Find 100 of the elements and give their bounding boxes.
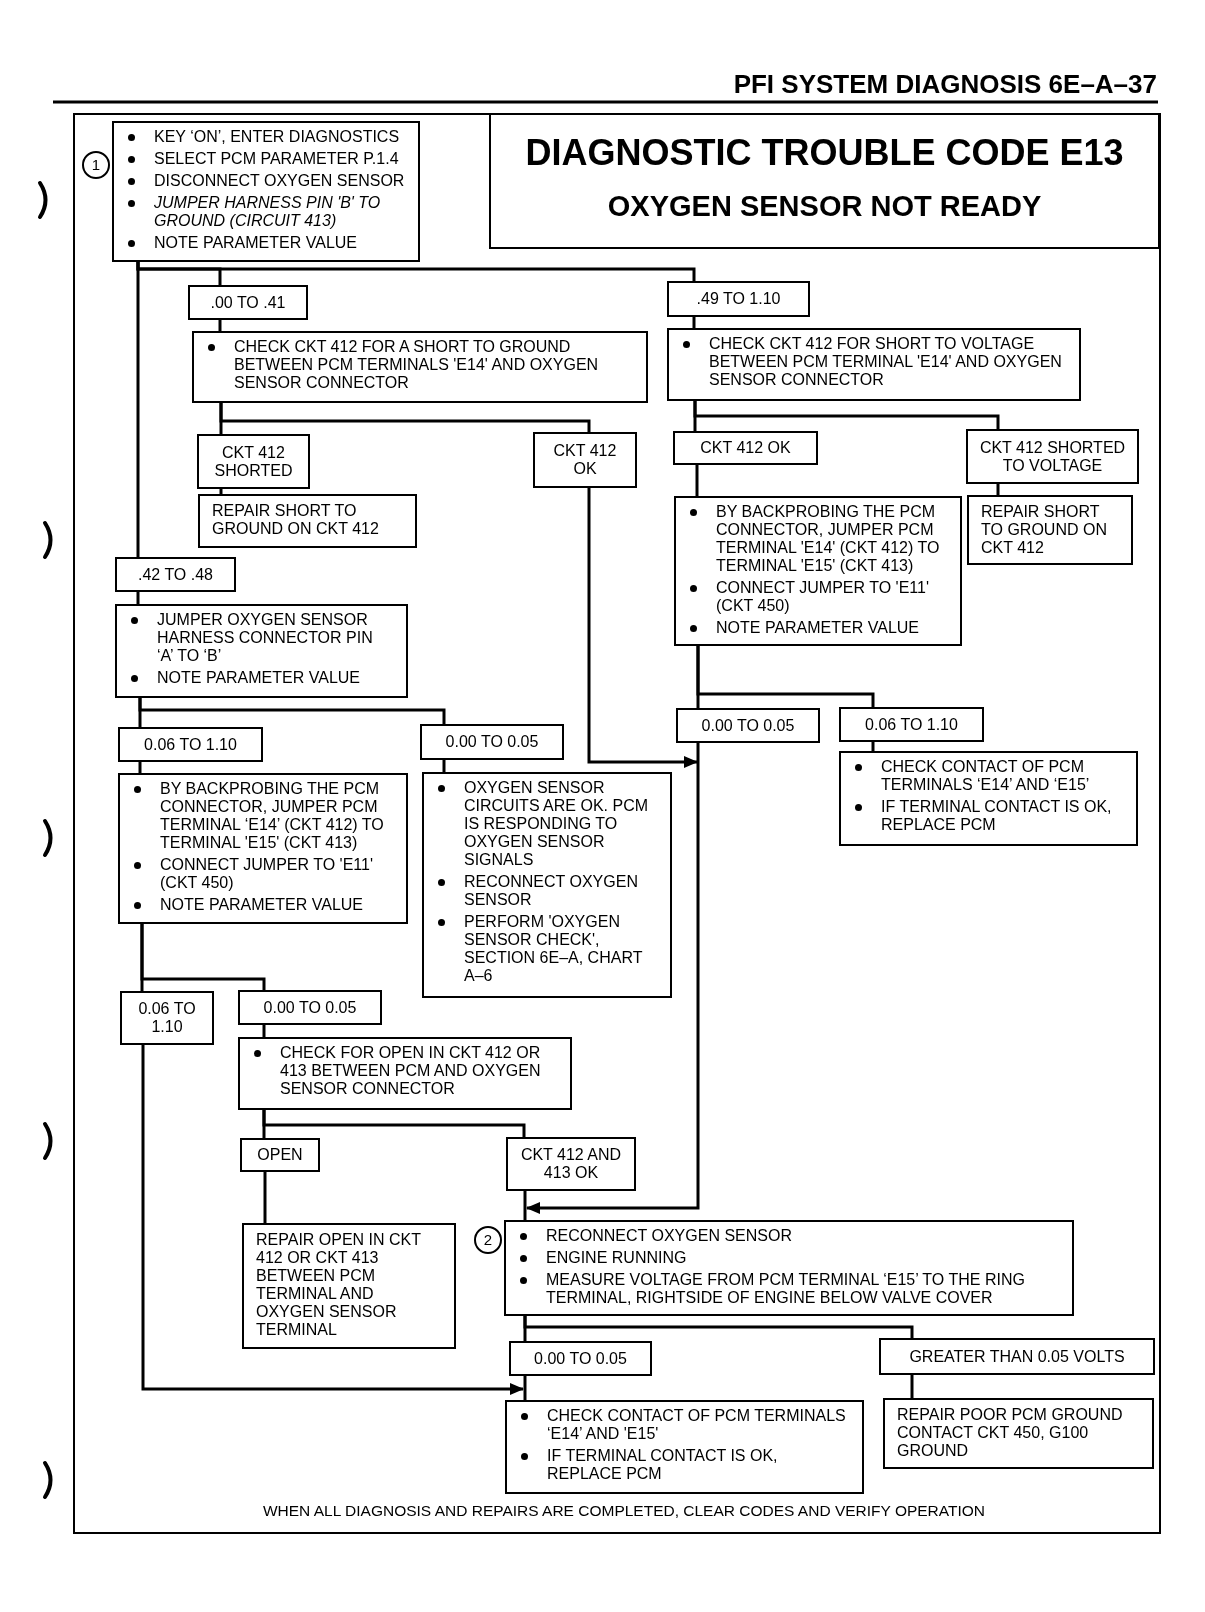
instruction-text: CONNECT JUMPER TO 'E11' (CKT 450) [716,579,930,615]
repair-text: REPAIR SHORT TO GROUND ON CKT 412 [981,503,1108,557]
instruction-text: RECONNECT OXYGEN SENSOR [546,1227,793,1245]
instruction-text: NOTE PARAMETER VALUE [160,896,364,914]
instruction-box [115,604,408,698]
result-box [115,557,236,592]
arrow [526,743,700,1214]
title-box [489,113,1160,249]
result-text: 0.00 TO 0.05 [701,716,795,735]
connector-line [262,1025,266,1037]
instruction-text: MEASURE VOLTAGE FROM PCM TERMINAL ‘E15’ TO THE RING TERMINAL, RIGHTSIDE OF ENGINE BELOW VALVE COVER [546,1271,1026,1307]
step-number: 2 [474,1226,502,1254]
result-box [839,707,984,742]
result-text: 0.06 TO 1.10 [865,715,958,734]
step-number: 1 [82,151,110,179]
result-text: 0.00 TO 0.05 [534,1349,627,1368]
instruction-box [238,1037,572,1110]
result-text: .00 TO .41 [210,293,286,312]
connector-line [442,760,446,772]
instruction-box [422,772,672,998]
result-box [533,432,637,488]
instruction-text: CHECK CKT 412 FOR A SHORT TO GROUND BETWEEN PCM TERMINALS 'E14' AND OXYGEN SENSOR CONNECTOR [234,338,600,392]
instruction-box [839,751,1138,846]
repair-text: REPAIR POOR PCM GROUND CONTACT CKT 450, G100 GROUND [897,1406,1124,1460]
connector-line [523,1316,914,1338]
result-box [240,1138,320,1172]
instruction-box [192,331,648,403]
result-text: CKT 412 SHORTED TO VOLTAGE [978,438,1127,475]
repair-box [967,495,1133,565]
instruction-box [505,1400,864,1494]
result-text: CKT 412 AND 413 OK [519,1146,623,1182]
result-box [667,281,810,317]
instruction-text: CHECK CKT 412 FOR SHORT TO VOLTAGE BETWEEN PCM TERMINAL 'E14' AND OXYGEN SENSOR CONNECTOR [709,335,1063,389]
instruction-text: RECONNECT OXYGEN SENSOR [464,873,639,909]
connector-line [136,592,140,604]
page-header: PFI SYSTEM DIAGNOSIS 6E–A–37 [733,69,1157,99]
connector-line [138,762,142,773]
instruction-box [667,328,1081,401]
connector-line [219,489,223,494]
connector-line [263,1172,267,1223]
arrow [141,1045,524,1395]
instruction-text: DISCONNECT OXYGEN SENSOR [154,172,406,190]
result-box [120,991,214,1045]
instruction-text: CHECK CONTACT OF PCM TERMINALS ‘E14’ AND ‘E15’ [881,758,1091,794]
connector-line [692,317,696,328]
instruction-text: ENGINE RUNNING [546,1249,688,1267]
instruction-text: NOTE PARAMETER VALUE [154,234,358,252]
instruction-text: OXYGEN SENSOR CIRCUITS ARE OK. PCM IS RESPONDING TO OXYGEN SENSOR SIGNALS [464,779,650,869]
instruction-box [674,496,962,646]
result-text: 0.00 TO 0.05 [445,733,539,751]
repair-box [883,1398,1154,1469]
instruction-text: PERFORM 'OXYGEN SENSOR CHECK', SECTION 6E–A, CHART A–6 [464,913,644,985]
result-text: CKT 412 OK [700,439,791,457]
connector-line [523,1376,527,1400]
connector-line [996,484,1000,495]
instruction-box [118,773,408,924]
result-text: OPEN [257,1146,303,1164]
result-text: 0.00 TO 0.05 [263,998,357,1017]
arrow [587,488,698,768]
connector-line [219,403,591,432]
repair-text: REPAIR SHORT TO GROUND ON CKT 412 [212,502,380,538]
result-box [118,727,263,762]
instruction-box [112,121,420,262]
result-text: .42 TO .48 [138,565,213,584]
connector-line [910,1375,914,1398]
result-text: 0.06 TO 1.10 [137,1000,197,1036]
connector-line [523,1191,527,1220]
connector-line [695,465,699,496]
result-text: CKT 412 OK [552,442,618,478]
instruction-box [504,1220,1074,1316]
result-box [506,1137,636,1191]
result-box [966,429,1139,484]
result-box [188,285,308,320]
instruction-text: JUMPER OXYGEN SENSOR HARNESS CONNECTOR PIN ‘A’ TO ‘B’ [157,611,374,665]
connector-line [218,320,222,331]
result-text: GREATER THAN 0.05 VOLTS [909,1347,1125,1366]
connector-line [262,1110,526,1137]
instruction-text: IF TERMINAL CONTACT IS OK, REPLACE PCM [547,1447,779,1483]
connector-line [696,646,875,707]
instruction-text: BY BACKPROBING THE PCM CONNECTOR, JUMPER PCM TERMINAL 'E14' (CKT 412) TO TERMINAL 'E15' (CKT 413) [716,503,941,575]
repair-box [198,494,417,548]
footer-note: WHEN ALL DIAGNOSIS AND REPAIRS ARE COMPLETED, CLEAR CODES AND VERIFY OPERATION [262,1502,986,1520]
result-text: CKT 412 SHORTED [213,443,294,480]
result-text: .49 TO 1.10 [696,290,781,308]
repair-text: REPAIR OPEN IN CKT 412 OR CKT 413 BETWEEN PCM TERMINAL AND OXYGEN SENSOR TERMINAL [256,1231,422,1339]
connector-line [871,742,875,751]
instruction-text: SELECT PCM PARAMETER P.1.4 [154,150,400,168]
instruction-text: KEY ‘ON’, ENTER DIAGNOSTICS [154,128,401,146]
instruction-text: BY BACKPROBING THE PCM CONNECTOR, JUMPER PCM TERMINAL ‘E14’ (CKT 412) TO TERMINAL 'E15' (CKT 413) [160,780,385,852]
instruction-text: CHECK FOR OPEN IN CKT 412 OR 413 BETWEEN PCM AND OXYGEN SENSOR CONNECTOR [280,1044,542,1098]
instruction-text: CHECK CONTACT OF PCM TERMINALS ‘E14’ AND 'E15' [547,1407,847,1443]
instruction-text: JUMPER HARNESS PIN 'B' TO GROUND (CIRCUIT 413) [154,194,382,230]
result-box [420,724,564,760]
repair-box [242,1223,456,1349]
title-text: DIAGNOSTIC TROUBLE CODE E13 [524,133,1125,173]
connector-line [136,262,696,281]
result-box [238,990,382,1025]
result-box [673,431,818,465]
connector-line [693,401,1000,429]
subtitle-text: OXYGEN SENSOR NOT READY [606,189,1043,223]
